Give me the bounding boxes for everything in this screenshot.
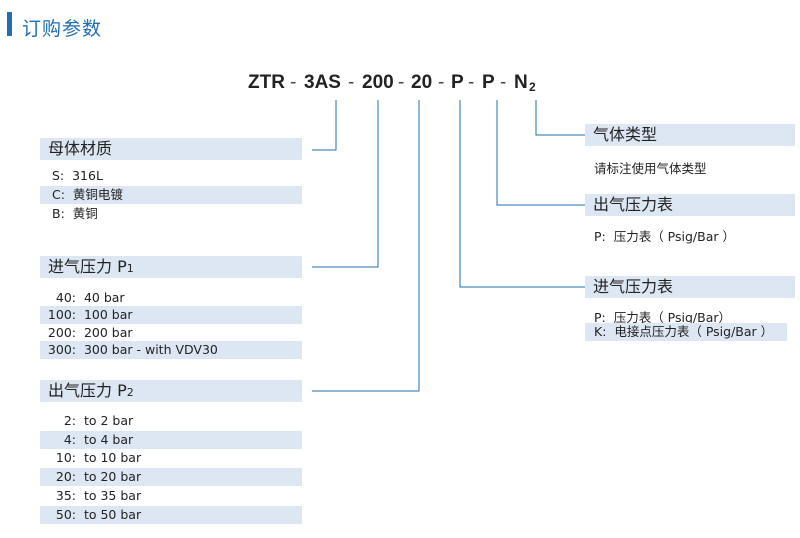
code-part-inlet: 200 <box>362 72 394 93</box>
outlet-pressure-item: 2: to 2 bar <box>63 413 134 428</box>
connector-outlet <box>312 100 420 392</box>
outlet-pressure-item: 35: to 35 bar <box>55 488 142 503</box>
outlet-pressure-item: 10: to 10 bar <box>55 450 142 465</box>
outlet-pressure-header: 出气压力 P2 <box>40 380 302 402</box>
code-dash: - <box>438 72 445 93</box>
connector-gas <box>535 100 585 136</box>
code-part-inlet-gauge: P <box>451 72 464 93</box>
code-part-series: ZTR <box>248 72 285 93</box>
code-part-material: 3AS <box>304 72 341 93</box>
code-part-outlet: 20 <box>411 72 433 93</box>
code-dash: - <box>398 72 405 93</box>
material-item: S: 316L <box>52 168 103 183</box>
material-item: C: 黄铜电镀 <box>40 186 302 204</box>
code-dash: - <box>500 72 507 93</box>
connector-outlet-gauge <box>496 100 585 206</box>
material-item: B: 黄铜 <box>52 206 98 221</box>
code-dash: - <box>468 72 475 93</box>
outlet-gauge-header: 出气压力表 <box>585 194 795 216</box>
inlet-gauge-item: P: 压力表（ Psig/Bar） <box>594 310 732 325</box>
code-subscript: 2 <box>529 80 536 94</box>
gas-type-header: 气体类型 <box>585 124 795 146</box>
model-code: ZTR - 3AS - 200 - 20 - P - P - N 2 <box>248 72 548 100</box>
inlet-pressure-item: 200: 200 bar <box>47 325 133 340</box>
outlet-pressure-item: 50: to 50 bar <box>40 506 302 524</box>
inlet-pressure-header: 进气压力 P1 <box>40 256 302 278</box>
connector-material <box>312 100 337 151</box>
gas-type-note: 请标注使用气体类型 <box>594 161 707 176</box>
material-header: 母体材质 <box>40 138 302 160</box>
code-dash: - <box>290 72 297 93</box>
outlet-pressure-item: 4: to 4 bar <box>40 431 302 449</box>
code-dash: - <box>348 72 355 93</box>
outlet-gauge-item: P: 压力表（ Psig/Bar ） <box>594 229 735 244</box>
inlet-pressure-item: 40: 40 bar <box>55 290 125 305</box>
page-title: 订购参数 <box>22 18 103 40</box>
header-accent-bar <box>7 12 12 36</box>
inlet-pressure-item: 300: 300 bar - with VDV30 <box>40 341 302 359</box>
inlet-gauge-header: 进气压力表 <box>585 276 795 298</box>
code-part-gas: N <box>514 72 528 93</box>
connector-inlet <box>312 100 379 268</box>
outlet-pressure-item: 20: to 20 bar <box>40 468 302 486</box>
connector-inlet-gauge <box>459 100 585 288</box>
inlet-pressure-item: 100: 100 bar <box>40 306 302 324</box>
inlet-gauge-item: K: 电接点压力表（ Psig/Bar ） <box>585 323 787 341</box>
code-part-outlet-gauge: P <box>482 72 495 93</box>
